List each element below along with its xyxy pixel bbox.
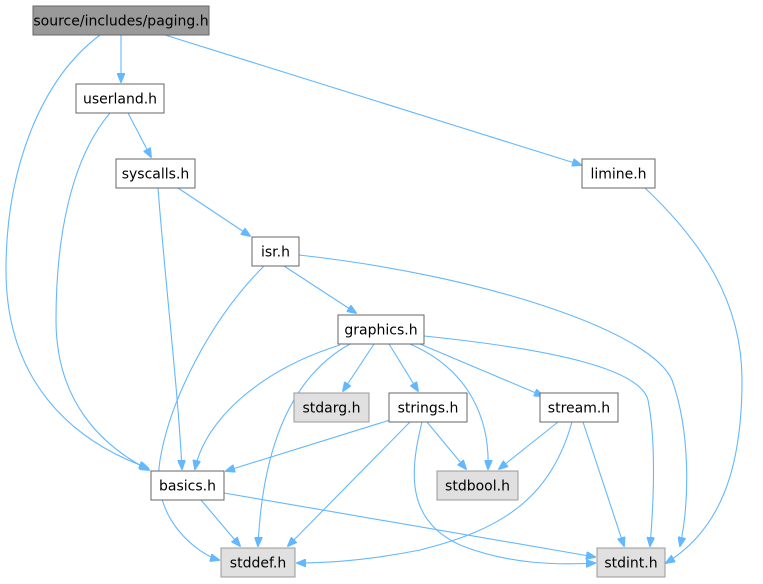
- node-box: [337, 314, 425, 345]
- edge-limine-to-stdint: [644, 187, 743, 563]
- node-box: [293, 392, 370, 423]
- edge-graphics-to-basics: [195, 344, 341, 469]
- node-label: stddef.h: [230, 556, 286, 572]
- edge-strings-to-stdbool: [426, 421, 466, 469]
- edge-graphics-to-stdint: [423, 335, 654, 546]
- node-box: [150, 470, 225, 501]
- edge-strings-to-basics: [226, 419, 391, 471]
- node-label: stdbool.h: [445, 479, 510, 495]
- node-stdarg[interactable]: stdarg.h: [293, 392, 370, 423]
- edge-paging-to-basics: [5, 34, 148, 468]
- edge-userland-to-syscalls: [127, 112, 151, 157]
- node-box: [220, 547, 296, 578]
- edge-strings-to-stddef: [288, 421, 411, 546]
- node-label: isr.h: [261, 245, 290, 261]
- node-label: limine.h: [590, 167, 646, 183]
- edge-userland-to-basics: [55, 112, 149, 470]
- edge-syscalls-to-isr: [177, 187, 250, 236]
- node-syscalls[interactable]: syscalls.h: [115, 158, 196, 189]
- node-stdbool[interactable]: stdbool.h: [436, 470, 519, 501]
- nodes: source/includes/paging.h userland.h limine…: [32, 5, 666, 578]
- edge-graphics-to-stdarg: [343, 343, 375, 391]
- node-box: [32, 5, 210, 36]
- edge-stream-to-stdbool: [499, 421, 559, 469]
- node-label: userland.h: [83, 92, 157, 108]
- edge-stream-to-stdint: [582, 421, 624, 546]
- edge-strings-to-stdint: [413, 421, 595, 564]
- node-box: [581, 158, 656, 189]
- node-label: syscalls.h: [122, 167, 190, 183]
- node-box: [596, 547, 666, 578]
- node-box: [539, 392, 619, 423]
- node-box: [251, 236, 300, 267]
- edge-basics-to-stddef: [200, 499, 240, 546]
- node-graphics[interactable]: graphics.h: [337, 314, 425, 345]
- edge-paging-to-limine: [164, 34, 581, 165]
- node-basics[interactable]: basics.h: [150, 470, 225, 501]
- node-box: [115, 158, 196, 189]
- node-stddef[interactable]: stddef.h: [220, 547, 296, 578]
- node-label: stdint.h: [604, 556, 657, 572]
- node-label: stdarg.h: [303, 401, 361, 417]
- node-userland[interactable]: userland.h: [75, 83, 165, 114]
- edge-isr-to-stdint: [298, 254, 688, 546]
- edge-graphics-to-stddef: [258, 343, 351, 546]
- node-label: source/includes/paging.h: [33, 14, 208, 30]
- node-box: [75, 83, 165, 114]
- node-label: basics.h: [159, 479, 216, 495]
- node-box: [436, 470, 519, 501]
- edge-graphics-to-stream: [419, 343, 543, 396]
- node-limine[interactable]: limine.h: [581, 158, 656, 189]
- edge-isr-to-graphics: [283, 265, 356, 313]
- node-stream[interactable]: stream.h: [539, 392, 619, 423]
- node-box: [388, 392, 468, 423]
- node-isr[interactable]: isr.h: [251, 236, 300, 267]
- node-stdint[interactable]: stdint.h: [596, 547, 666, 578]
- edge-graphics-to-strings: [388, 343, 418, 391]
- edge-basics-to-stdint: [223, 492, 595, 557]
- edges: [5, 34, 743, 564]
- node-label: strings.h: [398, 401, 459, 417]
- node-strings[interactable]: strings.h: [388, 392, 468, 423]
- edge-syscalls-to-basics: [157, 187, 182, 469]
- node-paging[interactable]: source/includes/paging.h: [32, 5, 210, 36]
- node-label: stream.h: [548, 401, 610, 417]
- edge-graphics-to-stdbool: [409, 343, 488, 469]
- node-label: graphics.h: [344, 323, 417, 339]
- edge-isr-to-stddef: [158, 265, 265, 560]
- edge-stream-to-stddef: [297, 421, 573, 563]
